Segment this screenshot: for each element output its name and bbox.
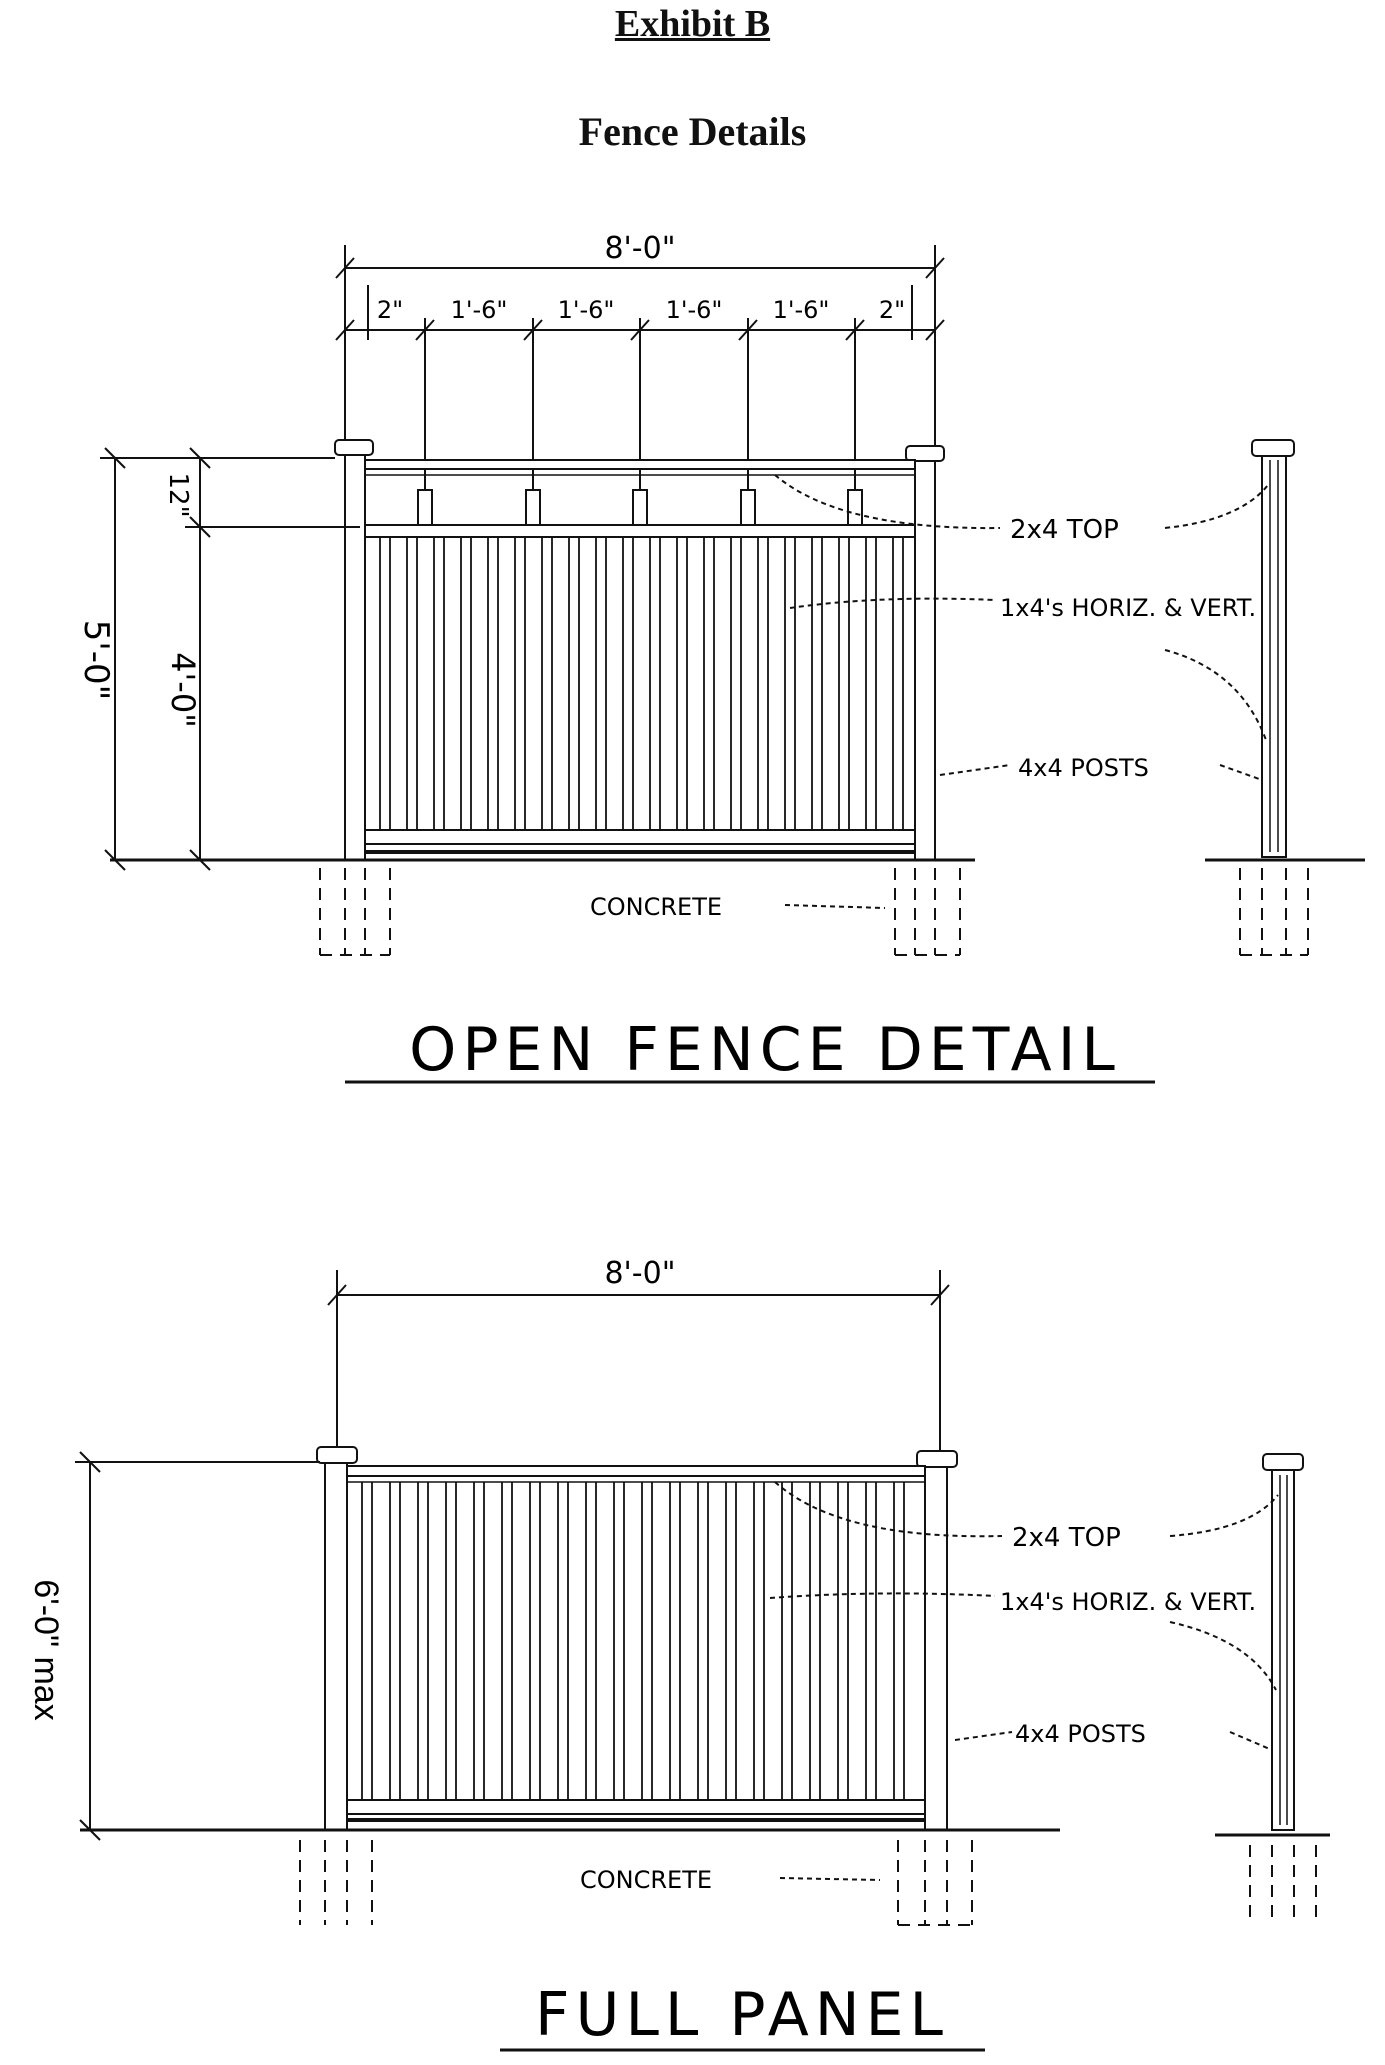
open-side-profile-post xyxy=(1205,439,1365,956)
open-right-post xyxy=(905,445,945,861)
full-label-concrete: CONCRETE xyxy=(580,1866,712,1894)
open-spacing-label: 1'-6" xyxy=(773,296,830,324)
full-leader-lines xyxy=(769,1481,1279,1881)
open-spacing-label: 1'-6" xyxy=(451,296,508,324)
open-spacing-label: 1'-6" xyxy=(558,296,615,324)
open-spacing-label: 1'-6" xyxy=(666,296,723,324)
open-upper-height-label: 12" xyxy=(163,472,193,517)
open-spacer-blocks xyxy=(417,489,863,526)
full-total-height-label: 6'-0" max xyxy=(27,1579,65,1720)
open-label-concrete: CONCRETE xyxy=(590,893,722,921)
full-overall-width-label: 8'-0" xyxy=(604,1256,675,1291)
full-side-profile-post xyxy=(1215,1453,1330,1925)
full-bottom-rail xyxy=(346,1799,926,1815)
open-total-height-label: 5'-0" xyxy=(76,620,116,701)
open-spacing-label: 2" xyxy=(377,296,403,324)
exhibit-title: Exhibit B xyxy=(614,3,771,45)
full-right-post xyxy=(916,1450,958,1831)
open-right-footing xyxy=(894,868,961,956)
full-top-rail xyxy=(346,1465,926,1477)
open-vertical-boards xyxy=(379,537,904,830)
open-left-footing xyxy=(319,868,391,956)
full-right-footing xyxy=(897,1840,973,1926)
full-label-boards: 1x4's HORIZ. & VERT. xyxy=(1000,1588,1256,1616)
page-subtitle: Fence Details xyxy=(578,109,807,154)
open-fence-title: OPEN FENCE DETAIL xyxy=(409,1015,1121,1085)
full-label-top: 2x4 TOP xyxy=(1012,1523,1121,1553)
open-overall-width-label: 8'-0" xyxy=(604,231,675,266)
full-panel-title: FULL PANEL xyxy=(535,1980,949,2050)
open-lower-height-label: 4'-0" xyxy=(164,652,202,728)
full-panel-detail: 8'-0" xyxy=(27,1256,1330,2052)
open-leader-lines xyxy=(774,474,1269,909)
open-height-dimensions xyxy=(100,447,360,871)
open-middle-rail xyxy=(364,524,916,538)
open-label-posts: 4x4 POSTS xyxy=(1018,754,1149,782)
open-label-top: 2x4 TOP xyxy=(1010,515,1119,545)
open-fence-detail: 8'-0" 2" 1'-6" 1'-6" 1'-6" 1'-6" 2" xyxy=(76,231,1365,1085)
open-left-post xyxy=(334,439,374,861)
full-left-post xyxy=(316,1446,358,1831)
open-label-boards: 1x4's HORIZ. & VERT. xyxy=(1000,594,1256,622)
open-spacing-label: 2" xyxy=(879,296,905,324)
full-left-footing xyxy=(299,1840,373,1925)
full-label-posts: 4x4 POSTS xyxy=(1015,1720,1146,1748)
full-height-dimension xyxy=(75,1451,320,1841)
open-top-rail xyxy=(364,459,916,470)
full-width-dimension xyxy=(327,1270,950,1455)
open-width-dimension xyxy=(335,245,945,455)
full-vertical-boards xyxy=(361,1482,905,1800)
open-bottom-rail xyxy=(364,829,916,845)
